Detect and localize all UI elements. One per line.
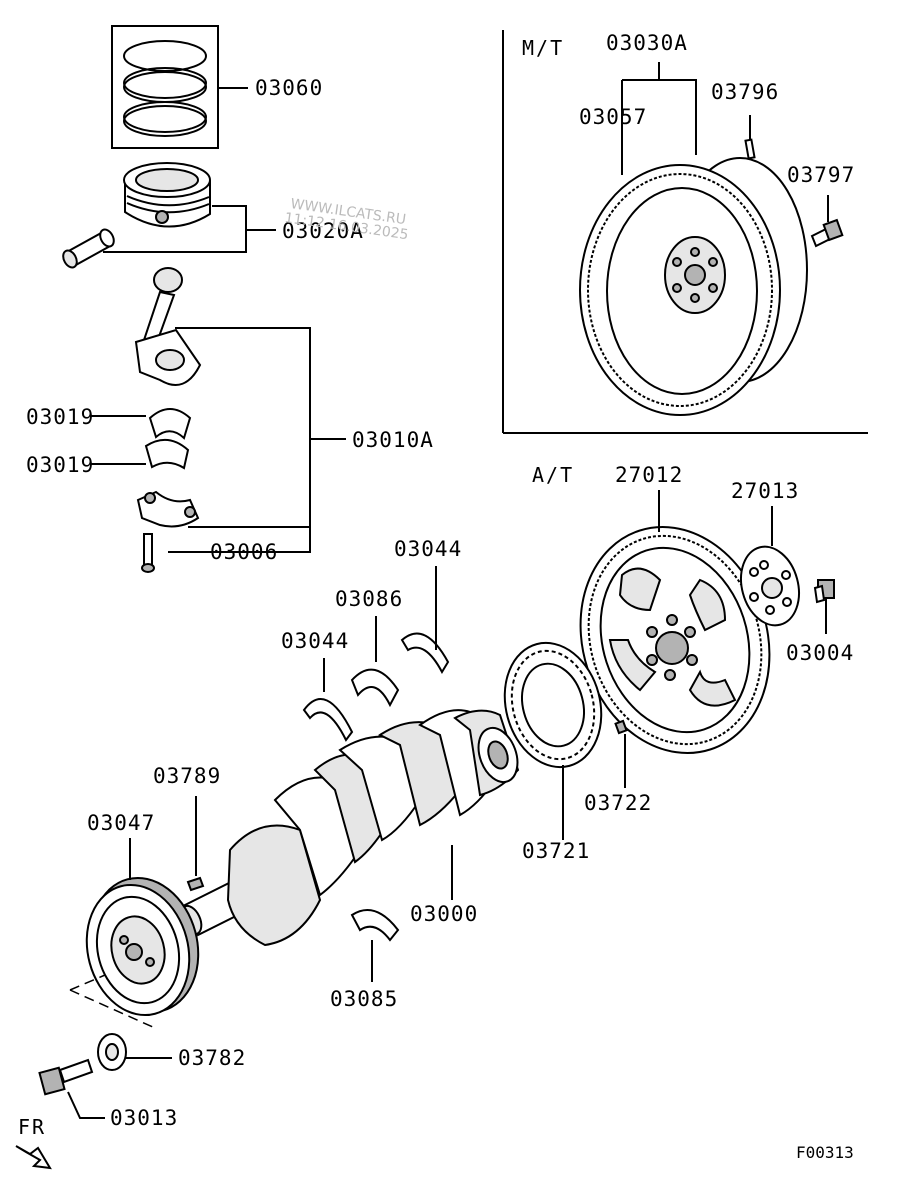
labels: 03060 03020A 03010A 03019 03019 03006 03… (18, 31, 855, 1162)
label-03797[interactable]: 03797 (787, 163, 855, 187)
leader-03020a (103, 205, 276, 253)
leader-03010a (90, 327, 346, 553)
direction-label: FR (18, 1115, 46, 1139)
crankshaft-pulley-illustration[interactable] (73, 838, 213, 1027)
piston-rings-illustration[interactable] (111, 25, 248, 149)
mt-flywheel-illustration[interactable] (579, 157, 808, 416)
washer-03782[interactable] (97, 1033, 172, 1071)
label-03019-upper[interactable]: 03019 (26, 405, 94, 429)
figure-code: F00313 (796, 1143, 854, 1162)
rod-bolt-illustration[interactable] (141, 533, 155, 573)
label-03047[interactable]: 03047 (87, 811, 155, 835)
label-03006[interactable]: 03006 (210, 540, 278, 564)
label-27012[interactable]: 27012 (615, 463, 683, 487)
main-bearing-03085[interactable] (350, 909, 400, 982)
connecting-rod-illustration[interactable] (134, 267, 202, 386)
pulley-bolt-03013[interactable] (38, 1058, 105, 1119)
label-03000[interactable]: 03000 (410, 902, 478, 926)
label-03782[interactable]: 03782 (178, 1046, 246, 1070)
bearing-shell-lower[interactable] (144, 439, 190, 470)
leader-03030a (621, 62, 697, 175)
dowel-pin-03722[interactable] (614, 719, 628, 788)
drive-plate-bolt-03004[interactable] (813, 579, 835, 634)
sensor-plate-03721[interactable] (491, 632, 614, 840)
piston-pin-illustration[interactable] (60, 227, 116, 270)
thrust-bearing-lower-03044[interactable] (302, 658, 354, 742)
label-03020a[interactable]: 03020A (282, 219, 364, 243)
woodruff-key-03789[interactable] (186, 796, 205, 892)
label-03722[interactable]: 03722 (584, 791, 652, 815)
main-bearing-03086[interactable] (350, 616, 400, 708)
thrust-bearing-upper-03044[interactable] (400, 566, 450, 675)
label-03796[interactable]: 03796 (711, 80, 779, 104)
label-03030a[interactable]: 03030A (606, 31, 688, 55)
label-03060[interactable]: 03060 (255, 76, 323, 100)
label-03004[interactable]: 03004 (786, 641, 854, 665)
label-03086[interactable]: 03086 (335, 587, 403, 611)
label-03721[interactable]: 03721 (522, 839, 590, 863)
section-label-at: A/T (532, 463, 574, 487)
piston-illustration[interactable] (123, 162, 211, 228)
front-direction-arrow (15, 1145, 52, 1170)
pulley-dashes (69, 974, 156, 1029)
label-03010a[interactable]: 03010A (352, 428, 434, 452)
label-03013[interactable]: 03013 (110, 1106, 178, 1130)
label-03085[interactable]: 03085 (330, 987, 398, 1011)
label-03044-upper[interactable]: 03044 (394, 537, 462, 561)
label-27013[interactable]: 27013 (731, 479, 799, 503)
dowel-pin-03796[interactable] (744, 115, 756, 160)
label-03044-lower[interactable]: 03044 (281, 629, 349, 653)
rod-cap-illustration[interactable] (136, 490, 200, 528)
bearing-shell-upper[interactable] (148, 408, 192, 440)
flywheel-bolt-03797[interactable] (810, 195, 844, 248)
section-label-mt: M/T (522, 36, 564, 60)
label-03057[interactable]: 03057 (579, 105, 647, 129)
mt-frame (502, 30, 868, 434)
label-03789[interactable]: 03789 (153, 764, 221, 788)
crankshaft-illustration[interactable] (177, 709, 525, 947)
adapter-plate-27013[interactable] (733, 506, 808, 632)
label-03019-lower[interactable]: 03019 (26, 453, 94, 477)
